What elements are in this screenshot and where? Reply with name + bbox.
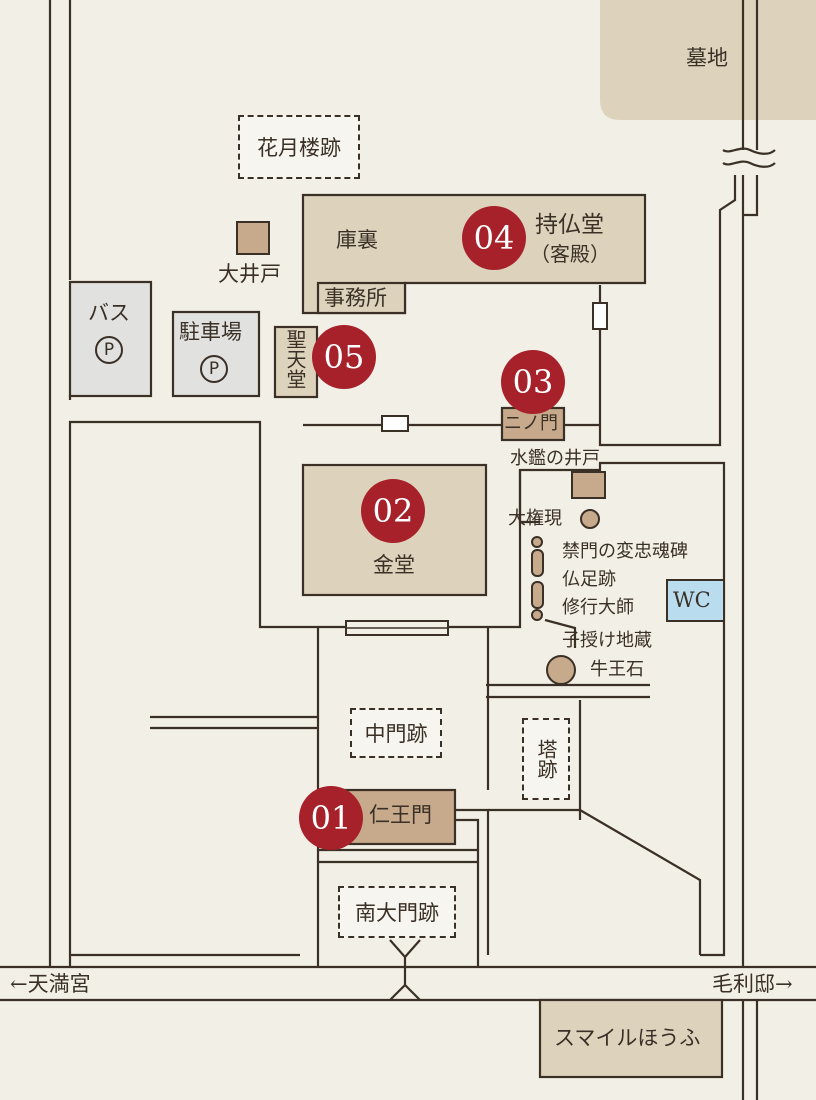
monument-bar <box>531 549 544 577</box>
cemetery-label: 墓地 <box>686 46 728 70</box>
wc-building <box>666 579 725 622</box>
kitchen-label: 庫裏 <box>336 228 378 252</box>
marker-02[interactable]: 02 <box>361 479 425 543</box>
bus-label: バス <box>88 301 130 325</box>
marker-03[interactable]: 03 <box>501 350 565 414</box>
bus-parking-icon: P <box>95 336 123 364</box>
jibutsudo-label: 持仏堂 <box>535 212 604 238</box>
mizukagami-well <box>571 471 606 499</box>
smile-hofu-label: スマイルほうふ <box>554 1026 701 1050</box>
office-building <box>316 281 407 315</box>
bussokuseki-label: 仏足跡 <box>562 569 616 590</box>
marker-04[interactable]: 04 <box>462 206 526 270</box>
niomon-label: 仁王門 <box>369 803 432 827</box>
chumon-ruins-label: 中門跡 <box>350 708 442 758</box>
monument-dot <box>531 536 543 548</box>
shugyo-daishi-label: 修行大師 <box>562 597 634 618</box>
nandaimon-ruins-label: 南大門跡 <box>338 886 456 938</box>
office-label: 事務所 <box>324 286 387 310</box>
daigongen-symbol <box>580 509 600 529</box>
monument-dot <box>531 609 543 621</box>
wc-label: WC <box>673 588 711 612</box>
gate-symbol <box>592 302 608 330</box>
gooseki-label: 牛王石 <box>590 659 644 680</box>
smile-hofu-building <box>538 998 724 1079</box>
daigongen-label: 大権現 <box>508 508 562 529</box>
west-direction-label: ←天満宮 <box>10 972 91 996</box>
ninomon-label: ニノ門 <box>504 413 558 434</box>
car-parking-label: 駐車場 <box>179 320 242 344</box>
mizukagami-label: 水鑑の井戸 <box>510 448 600 469</box>
tower-ruins-label: 塔跡 <box>522 718 570 800</box>
marker-05[interactable]: 05 <box>312 325 376 389</box>
car-parking-icon: P <box>200 355 228 383</box>
marker-01[interactable]: 01 <box>299 786 363 850</box>
kondo-label: 金堂 <box>373 553 415 577</box>
cemetery-area <box>600 0 816 120</box>
monument-bar <box>531 581 544 609</box>
shotendo-label: 聖天堂 <box>283 329 307 389</box>
kosazuke-jizo-label: 子授け地蔵 <box>562 630 652 651</box>
jibutsudo-sub-label: （客殿） <box>530 242 610 266</box>
kagetsuro-ruins-label: 花月楼跡 <box>238 115 360 179</box>
gate-symbol <box>381 415 409 432</box>
kinmon-monument-label: 禁門の変忠魂碑 <box>562 541 688 562</box>
well-square <box>236 221 270 255</box>
gooseki-symbol <box>546 655 576 685</box>
well-label: 大井戸 <box>218 262 281 286</box>
east-direction-label: 毛利邸→ <box>712 972 793 996</box>
